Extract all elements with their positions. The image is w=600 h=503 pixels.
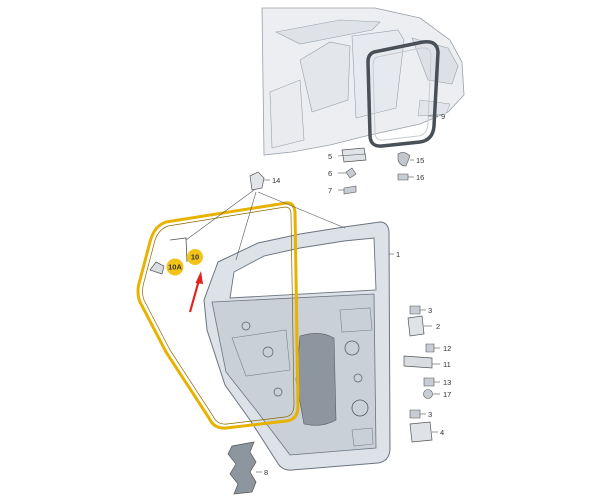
callout-9: 9 (441, 112, 445, 121)
badge-10: 10 (187, 249, 203, 265)
clip-10a (149, 261, 165, 275)
door-seal-highlighted (136, 201, 300, 430)
callout-3-upper: 3 (428, 306, 432, 315)
callout-10a: 10A (168, 263, 182, 272)
callout-15: 15 (416, 156, 424, 165)
small-parts (227, 147, 435, 495)
callout-10: 10 (191, 253, 199, 262)
red-arrow-indicator (188, 271, 203, 313)
callout-16: 16 (416, 173, 424, 182)
callout-5: 5 (328, 152, 332, 161)
callout-6: 6 (328, 169, 332, 178)
callout-14: 14 (272, 176, 280, 185)
callout-11: 11 (443, 360, 451, 369)
callout-3-lower: 3 (428, 410, 432, 419)
door-opening-seal (366, 39, 440, 148)
callout-1: 1 (396, 250, 400, 259)
callout-13: 13 (443, 378, 451, 387)
callout-7: 7 (328, 186, 332, 195)
callout-2: 2 (436, 322, 440, 331)
callout-4: 4 (440, 428, 444, 437)
callout-17: 17 (443, 390, 451, 399)
callout-12: 12 (443, 344, 451, 353)
badge-10a: 10A (166, 258, 184, 276)
callout-8: 8 (264, 468, 268, 477)
